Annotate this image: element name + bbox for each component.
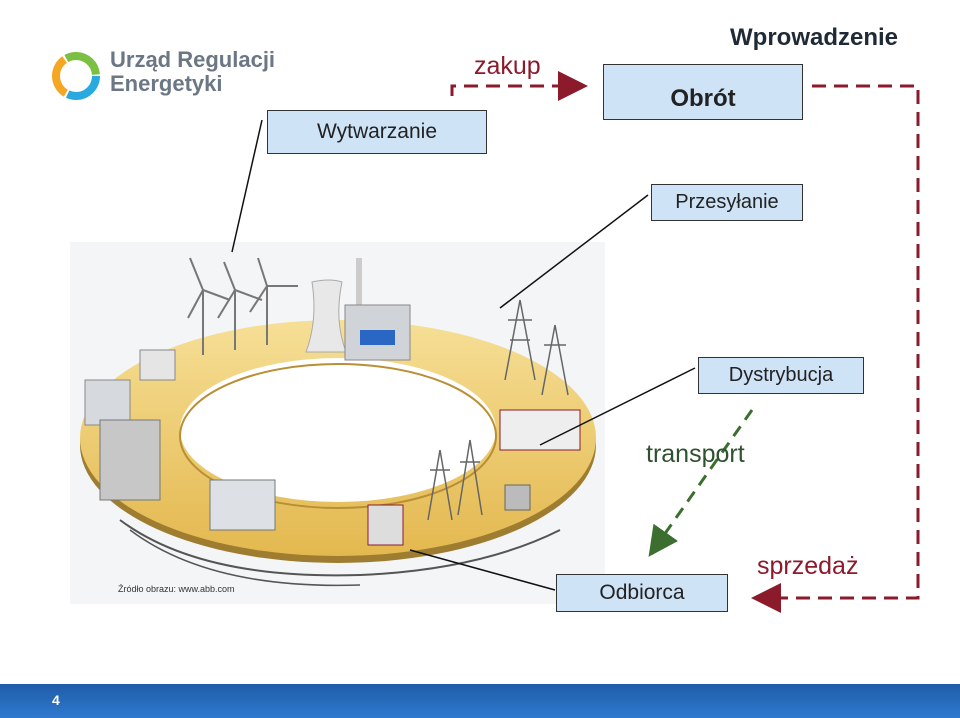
box-obrot: Obrót <box>603 64 803 120</box>
logo-line-2: Energetyki <box>110 72 275 96</box>
box-wytwarzanie: Wytwarzanie <box>267 110 487 154</box>
box-dystrybucja: Dystrybucja <box>698 357 864 394</box>
footer-bar <box>0 684 960 718</box>
box-przesylanie: Przesyłanie <box>651 184 803 221</box>
transport-arrow <box>652 410 752 552</box>
page-title: Wprowadzenie <box>730 24 898 52</box>
label-zakup: zakup <box>474 52 541 81</box>
box-wytwarzanie-label: Wytwarzanie <box>317 120 437 144</box>
box-obrot-label: Obrót <box>670 85 735 113</box>
box-przesylanie-label: Przesyłanie <box>675 191 778 214</box>
label-sprzedaz: sprzedaż <box>757 552 858 581</box>
zakup-arrow <box>452 86 582 96</box>
ure-logo-icon <box>56 56 96 96</box>
box-dystrybucja-label: Dystrybucja <box>729 364 833 387</box>
box-odbiorca: Odbiorca <box>556 574 728 612</box>
image-source-note: Źródło obrazu: www.abb.com <box>118 584 235 594</box>
sprzedaz-arrow <box>757 86 918 598</box>
page-number: 4 <box>52 692 60 708</box>
label-transport: transport <box>646 440 745 469</box>
ure-logo-text: Urząd Regulacji Energetyki <box>110 48 275 96</box>
logo-line-1: Urząd Regulacji <box>110 48 275 72</box>
box-odbiorca-label: Odbiorca <box>599 581 684 605</box>
